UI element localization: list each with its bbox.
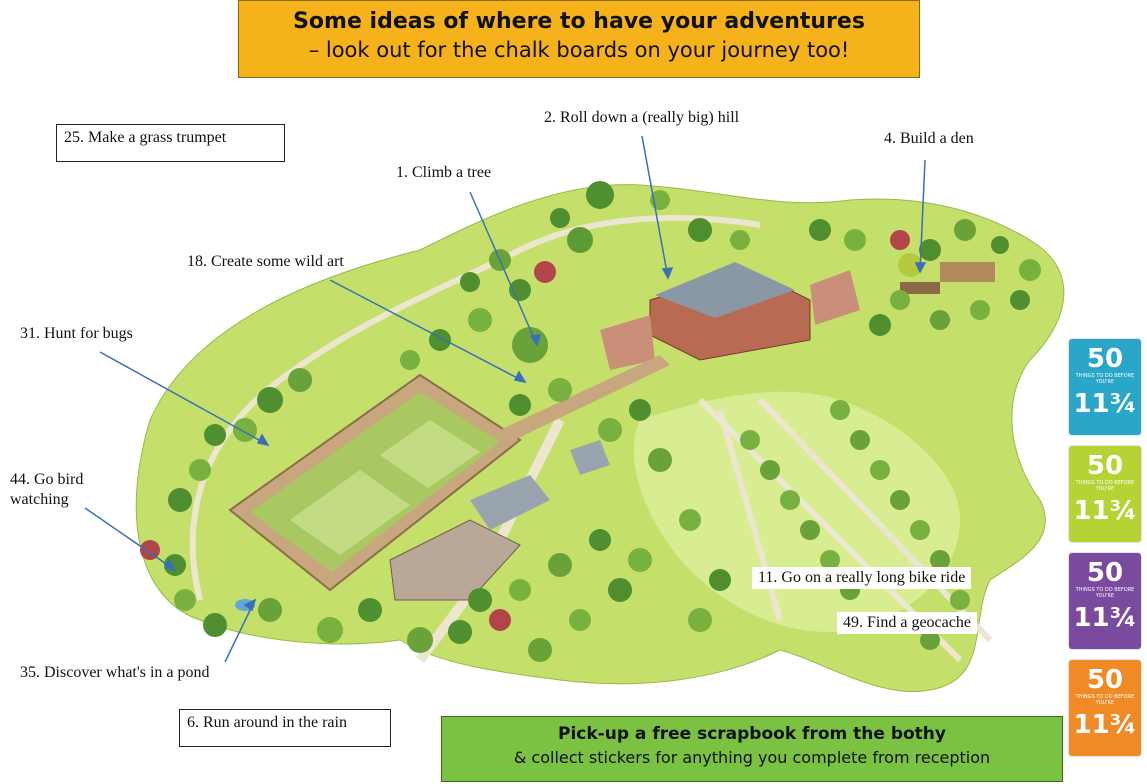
badge-age: 11¾ [1073, 710, 1137, 740]
footer-title: Pick-up a free scrapbook from the bothy [558, 724, 946, 744]
badge-age: 11¾ [1073, 389, 1137, 419]
badge-purple: 50 THINGS TO DO BEFORE YOU'RE 11¾ [1069, 553, 1141, 649]
footer-banner: Pick-up a free scrapbook from the bothy … [441, 716, 1063, 782]
badge-blue: 50 THINGS TO DO BEFORE YOU'RE 11¾ [1069, 339, 1141, 435]
walled-garden [228, 373, 522, 592]
badge-text: THINGS TO DO BEFORE YOU'RE [1075, 694, 1135, 706]
badge-number: 50 [1086, 558, 1124, 588]
label-roll-hill: 2. Roll down a (really big) hill [544, 109, 740, 126]
badge-number: 50 [1086, 451, 1124, 481]
badge-age: 11¾ [1073, 496, 1137, 526]
pointer-arrows [84, 135, 927, 663]
garden-wall [500, 355, 670, 442]
header-banner: Some ideas of where to have your adventu… [238, 0, 920, 78]
stable-block [389, 440, 610, 601]
label-bird-watching-line2: watching [10, 491, 69, 508]
label-build-den: 4. Build a den [884, 130, 974, 147]
footer-subtitle: & collect stickers for anything you comp… [513, 748, 991, 767]
label-pond: 35. Discover what's in a pond [20, 664, 210, 681]
footpath [189, 214, 761, 601]
label-geocache: 49. Find a geocache [837, 612, 977, 634]
label-climb-tree: 1. Climb a tree [396, 164, 492, 181]
header-subtitle: – look out for the chalk boards on your … [308, 38, 850, 62]
label-rain: 6. Run around in the rain [179, 709, 391, 747]
label-bird-watching-line1: 44. Go bird [10, 471, 84, 488]
badge-number: 50 [1086, 344, 1124, 374]
badge-lime: 50 THINGS TO DO BEFORE YOU'RE 11¾ [1069, 446, 1141, 542]
den-area [900, 262, 995, 294]
label-bike-ride: 11. Go on a really long bike ride [752, 567, 972, 589]
badge-age: 11¾ [1073, 603, 1137, 633]
badge-number: 50 [1086, 665, 1124, 695]
badge-orange: 50 THINGS TO DO BEFORE YOU'RE 11¾ [1069, 660, 1141, 756]
label-grass-trumpet: 25. Make a grass trumpet [56, 124, 285, 162]
badge-text: THINGS TO DO BEFORE YOU'RE [1075, 480, 1135, 492]
badge-text: THINGS TO DO BEFORE YOU'RE [1075, 373, 1135, 385]
label-hunt-bugs: 31. Hunt for bugs [20, 325, 133, 342]
badge-text: THINGS TO DO BEFORE YOU'RE [1075, 587, 1135, 599]
header-title: Some ideas of where to have your adventu… [293, 9, 865, 34]
house [600, 262, 860, 370]
label-wild-art: 18. Create some wild art [187, 253, 344, 270]
